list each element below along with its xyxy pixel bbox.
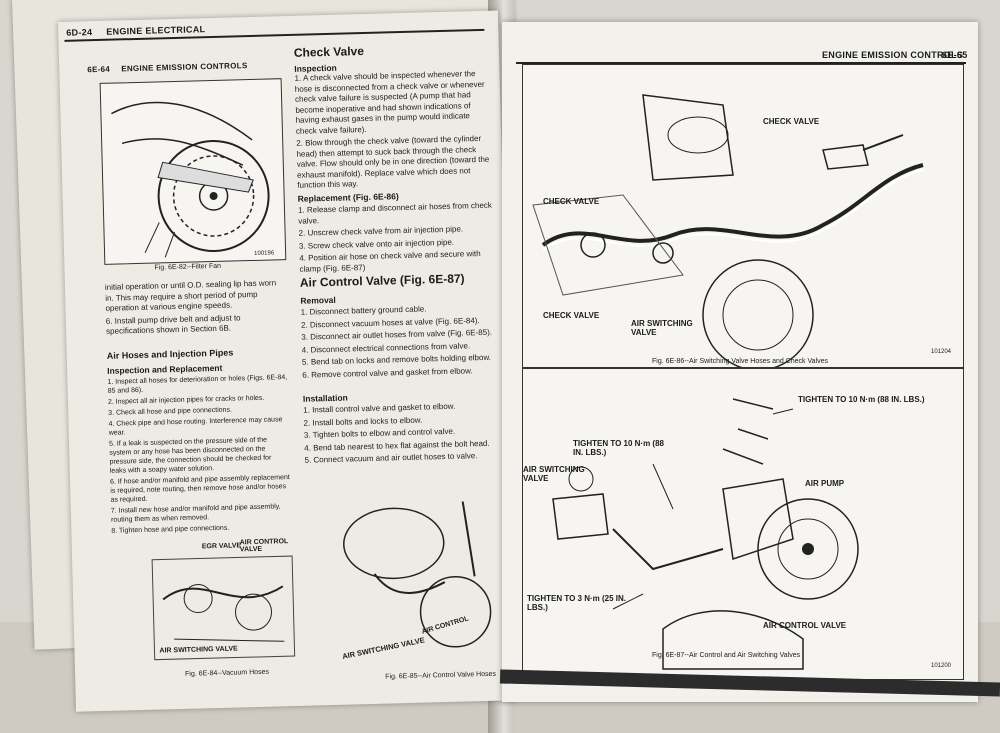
fig86-caption: Fig. 6E-86--Air Switching Valve Hoses an… (652, 358, 828, 365)
list-item: 7. Install new hose and/or manifold and … (110, 503, 281, 524)
fig86-label: CHECK VALVE (543, 311, 600, 320)
figure-air-control-switching-valves: TIGHTEN TO 10 N·m (88 IN. LBS.) TIGHTEN … (522, 368, 964, 680)
left-page-number: 6D-24 (66, 27, 93, 38)
pump-filter-fan-drawing (111, 101, 270, 258)
list-item: 4. Check pipe and hose routing. Interfer… (108, 416, 283, 437)
replacement-steps: 1. Release clamp and disconnect air hose… (298, 201, 495, 277)
fig82-caption: Fig. 6E-82--Filter Fan (154, 262, 222, 272)
fig87-label: AIR PUMP (805, 479, 845, 488)
fig86-label: CHECK VALVE (543, 197, 600, 206)
air-control-valve-drawing (343, 501, 492, 648)
hose-steps: 1. Inspect all hoses for deterioration o… (107, 373, 291, 538)
acv-title: Air Control Valve (Fig. 6E-87) (299, 271, 465, 290)
fig87-label: TIGHTEN TO 10 N·m (88 IN. LBS.) (573, 439, 664, 457)
figure-vacuum-hoses: EGR VALVE AIR CONTROL VALVE AIR SWITCHIN… (142, 536, 305, 670)
step-6: 6. Install pump drive belt and adjust to… (105, 312, 241, 336)
insp-repl-title: Inspection and Replacement (107, 362, 223, 376)
header-rule (516, 62, 966, 64)
removal-title: Removal (300, 294, 336, 306)
figure-air-switching-hoses: CHECK VALVE CHECK VALVE CHECK VALVE AIR … (522, 64, 964, 368)
list-item: 1. Release clamp and disconnect air hose… (297, 200, 492, 226)
inner-page-header: ENGINE EMISSION CONTROLS (121, 61, 248, 74)
fig87-label: TIGHTEN TO 10 N·m (88 IN. LBS.) (798, 395, 925, 404)
fig82-code: 100196 (254, 250, 275, 257)
check-steps: 1. A check valve should be inspected whe… (294, 69, 492, 194)
list-item: 5. If a leak is suspected on the pressur… (108, 436, 272, 475)
air-hoses-title: Air Hoses and Injection Pipes (106, 347, 234, 361)
air-pump-valves-drawing (552, 398, 859, 670)
right-page-header: ENGINE EMISSION CONTROLS (822, 50, 964, 60)
fig84-label: EGR VALVE (201, 542, 242, 551)
left-column-text: initial operation or until O.D. sealing … (105, 278, 281, 339)
fig87-label: AIR SWITCHING VALVE (523, 465, 585, 483)
right-page: ENGINE EMISSION CONTROLS 6E-65 CHECK VAL… (502, 22, 978, 702)
fig87-caption: Fig. 6E-87--Air Control and Air Switchin… (652, 652, 801, 659)
replacement-title: Replacement (Fig. 6E-86) (297, 191, 399, 204)
list-item: 4. Position air hose on check valve and … (299, 249, 481, 274)
list-item: 2. Blow through the check valve (toward … (296, 133, 490, 190)
install-steps: 1. Install control valve and gasket to e… (303, 401, 500, 469)
right-page-number: 6E-65 (942, 50, 968, 60)
inner-page-number: 6E-64 (87, 64, 111, 75)
fig87-label: AIR CONTROL VALVE (763, 621, 847, 630)
fig87-label: TIGHTEN TO 3 N·m (25 IN. LBS.) (527, 594, 626, 612)
list-item: 8. Tighten hose and pipe connections. (111, 524, 230, 535)
fig84-label: AIR CONTROL VALVE (239, 538, 289, 554)
figure-air-control-valve-hoses: AIR CONTROL AIR SWITCHING VALVE (332, 481, 507, 665)
fig86-label: AIR SWITCHING VALVE (631, 319, 693, 337)
fig87-code: 101200 (931, 663, 952, 669)
vacuum-hoses-drawing (151, 555, 296, 661)
fig84-caption: Fig. 6E-84--Vacuum Hoses (185, 668, 270, 678)
list-item: 6. If hose and/or manifold and pipe asse… (109, 474, 290, 504)
list-item: 1. Inspect all hoses for deterioration o… (107, 374, 288, 395)
left-page-header: ENGINE ELECTRICAL (106, 24, 206, 37)
figure-filter-fan (99, 78, 287, 265)
fig85-caption: Fig. 6E-85--Air Control Valve Hoses (385, 670, 497, 681)
check-valve-title: Check Valve (293, 44, 365, 60)
list-item: 1. A check valve should be inspected whe… (294, 69, 485, 136)
fig86-code: 101204 (931, 349, 952, 355)
para-top: initial operation or until O.D. sealing … (104, 278, 277, 313)
fig86-label: CHECK VALVE (763, 117, 820, 126)
engine-check-valve-drawing (532, 94, 924, 367)
removal-steps: 1. Disconnect battery ground cable. 2. D… (301, 303, 498, 383)
left-page: 6D-24 ENGINE ELECTRICAL 6E-64 ENGINE EMI… (58, 10, 516, 712)
installation-title: Installation (302, 392, 348, 404)
